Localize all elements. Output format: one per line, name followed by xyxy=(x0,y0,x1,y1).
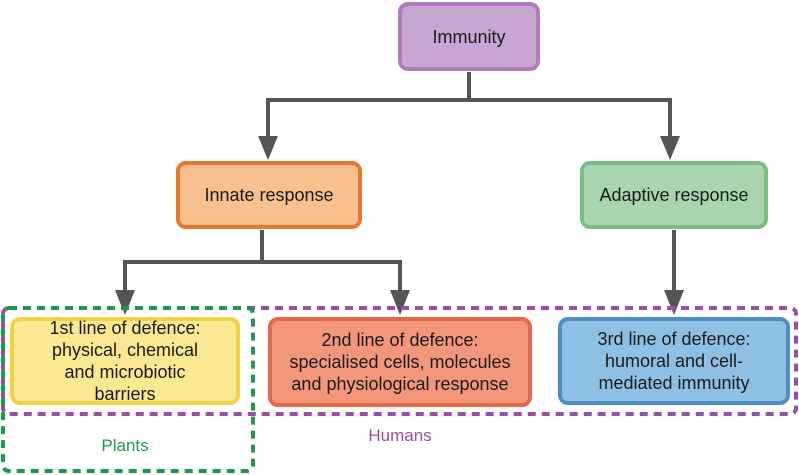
humans-label: Humans xyxy=(368,426,432,445)
plants-group-border xyxy=(1,306,255,473)
second-line-label: 2nd line of defence: specialised cells, … xyxy=(289,330,511,394)
plants-label: Plants xyxy=(101,436,149,455)
adaptive-response-label: Adaptive response xyxy=(599,185,749,205)
arrowhead-adaptive xyxy=(660,136,680,160)
connector-root-branches xyxy=(268,72,670,102)
innate-response-label: Innate response xyxy=(204,185,334,205)
arrowhead-third xyxy=(664,290,684,315)
arrowhead-second xyxy=(390,290,410,315)
first-line-node: 1st line of defence: physical, chemical … xyxy=(10,317,240,405)
first-line-label: 1st line of defence: physical, chemical … xyxy=(49,318,201,404)
arrowhead-first xyxy=(115,290,135,315)
immunity-node: Immunity xyxy=(398,2,540,71)
connector-innate-children xyxy=(125,230,400,264)
innate-response-node: Innate response xyxy=(176,161,362,229)
third-line-node: 3rd line of defence: humoral and cell-me… xyxy=(558,317,790,405)
adaptive-response-node: Adaptive response xyxy=(580,161,768,229)
immunity-label: Immunity xyxy=(432,26,506,47)
arrowhead-innate xyxy=(258,136,278,160)
second-line-node: 2nd line of defence: specialised cells, … xyxy=(268,317,532,407)
third-line-label: 3rd line of defence: humoral and cell-me… xyxy=(597,329,751,393)
